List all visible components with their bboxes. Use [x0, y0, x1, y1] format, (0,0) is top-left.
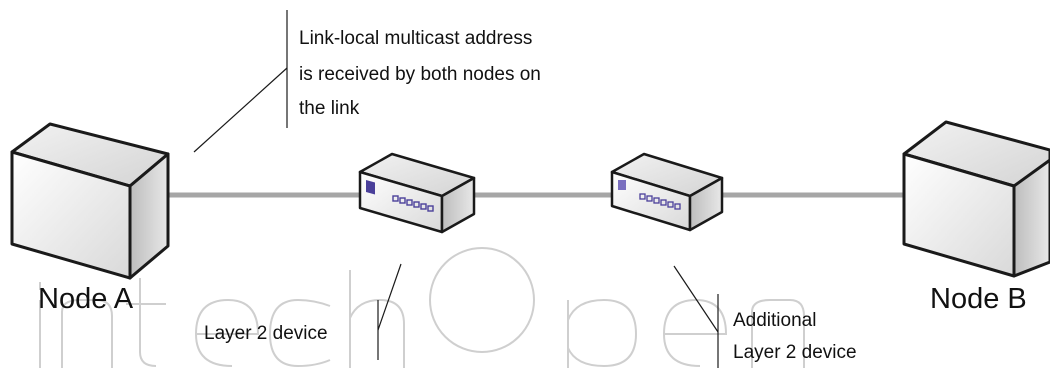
additional-callout-pointer [673, 265, 719, 333]
port-led-icon [618, 180, 626, 190]
multicast-callout-pointer [193, 67, 288, 153]
additional-layer2-device-icon [610, 152, 724, 232]
layer2-device-icon [358, 152, 476, 234]
multicast-callout-line2: is received by both nodes on [299, 64, 541, 85]
multicast-callout-line3: the link [299, 98, 360, 119]
watermark [39, 247, 805, 368]
layer2-callout-pointer [377, 263, 402, 331]
node-a-label: Node A [38, 283, 134, 315]
additional-device-line1: Additional [733, 310, 816, 331]
node-b-label: Node B [930, 283, 1027, 315]
multicast-callout-line1: Link-local multicast address [299, 28, 532, 49]
layer2-device-label: Layer 2 device [204, 323, 328, 344]
additional-device-line2: Layer 2 device [733, 342, 857, 363]
node-a-computer-icon [10, 122, 170, 280]
node-b-computer-icon [902, 120, 1050, 278]
port-led-icon [366, 179, 375, 195]
port-row-icon [639, 193, 681, 210]
port-row-icon [392, 195, 434, 212]
callout-lines [193, 10, 719, 368]
